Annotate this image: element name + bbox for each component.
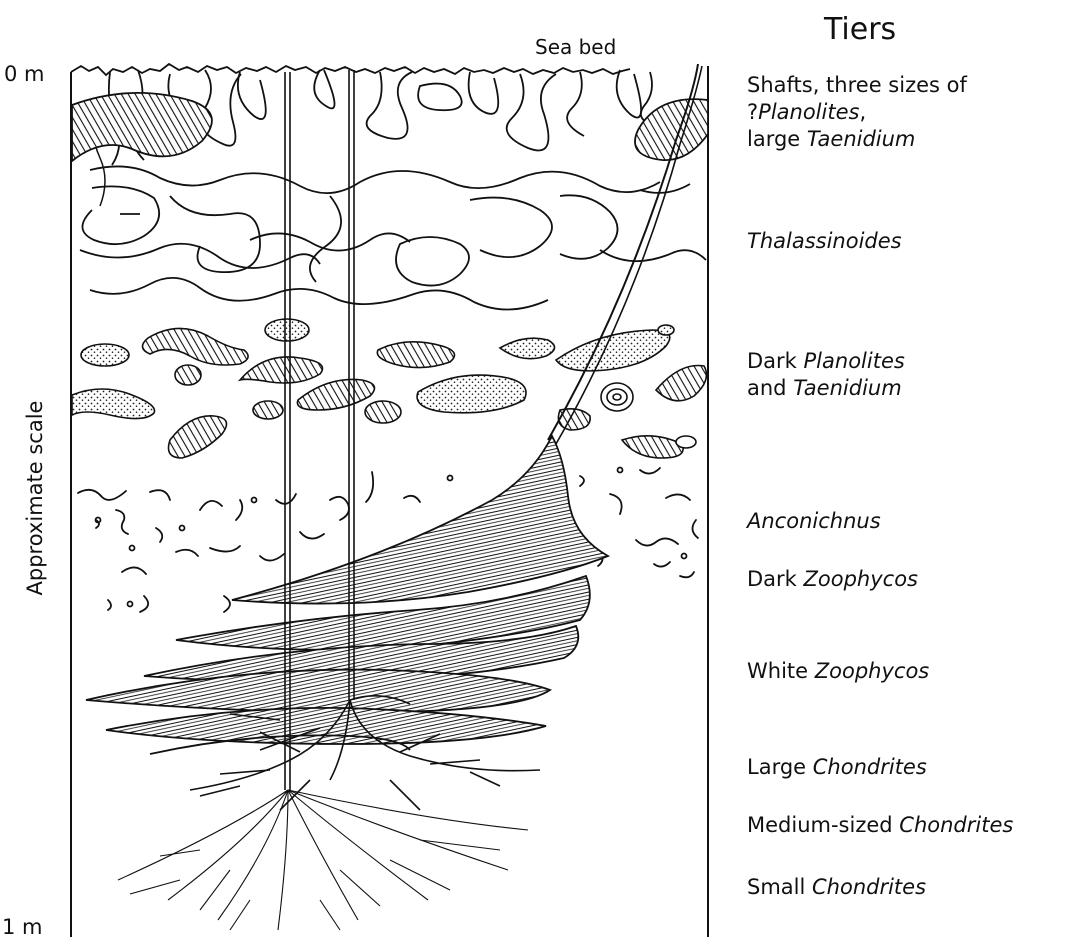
sea-bed-surface <box>71 64 630 75</box>
tier-label: White Zoophycos <box>747 658 929 685</box>
tier-label-line: Thalassinoides <box>747 228 902 255</box>
tier-text: ? <box>747 100 758 124</box>
tier-text: Zoophycos <box>804 567 919 591</box>
tier-label-line: large Taenidium <box>747 126 967 153</box>
large-taenidium-left <box>72 93 212 161</box>
depth-bottom-label: 1 m <box>2 915 43 939</box>
depth-top-label: 0 m <box>4 62 45 86</box>
tiers-title: Tiers <box>824 12 896 48</box>
tier-label-line: ?Planolites, <box>747 99 967 126</box>
large-taenidium-right <box>635 99 708 160</box>
tier-text: Anconichnus <box>747 509 881 533</box>
tier-text: Chondrites <box>812 875 926 899</box>
tier-label-line: Dark Planolites <box>747 348 905 375</box>
tier-text: Small <box>747 875 812 899</box>
tier-label-line: Anconichnus <box>747 508 881 535</box>
approximate-scale-label: Approximate scale <box>23 401 47 596</box>
tier-text: Zoophycos <box>815 659 930 683</box>
tier-text: and <box>747 376 793 400</box>
tier-text: Taenidium <box>793 376 902 400</box>
tier-label-line: Medium-sized Chondrites <box>747 812 1013 839</box>
tier-label: Large Chondrites <box>747 754 927 781</box>
tier-text: White <box>747 659 815 683</box>
tier-label-line: White Zoophycos <box>747 658 929 685</box>
tier-text: large <box>747 127 807 151</box>
frame <box>71 66 708 937</box>
tier-label: Dark Planolitesand Taenidium <box>747 348 905 402</box>
sea-bed-label: Sea bed <box>535 35 616 59</box>
tier-text: , <box>859 100 866 124</box>
tier-text: Shafts, three sizes of <box>747 73 967 97</box>
tier-label: Shafts, three sizes of?Planolites,large … <box>747 72 967 153</box>
tier-label-line: Small Chondrites <box>747 874 926 901</box>
tier-label: Medium-sized Chondrites <box>747 812 1013 839</box>
tier-text: Dark <box>747 567 804 591</box>
tier-label: Dark Zoophycos <box>747 566 918 593</box>
tier-label: Small Chondrites <box>747 874 926 901</box>
tier-label-line: Large Chondrites <box>747 754 927 781</box>
tier-text: Large <box>747 755 813 779</box>
small-chondrites <box>118 790 528 930</box>
tier-label: Anconichnus <box>747 508 881 535</box>
dark-planolites-taenidium <box>72 319 706 458</box>
tier-text: Thalassinoides <box>747 229 902 253</box>
tier-text: Planolites <box>758 100 859 124</box>
tier-label-line: Dark Zoophycos <box>747 566 918 593</box>
tier-label-line: and Taenidium <box>747 375 905 402</box>
tier-text: Medium-sized <box>747 813 899 837</box>
tier-text: Planolites <box>804 349 905 373</box>
thalassinoides-network <box>80 166 706 309</box>
tier-text: Chondrites <box>899 813 1013 837</box>
tier-label-line: Shafts, three sizes of <box>747 72 967 99</box>
tier-text: Chondrites <box>813 755 927 779</box>
tier-text: Taenidium <box>807 127 916 151</box>
tier-label: Thalassinoides <box>747 228 902 255</box>
tier-text: Dark <box>747 349 804 373</box>
